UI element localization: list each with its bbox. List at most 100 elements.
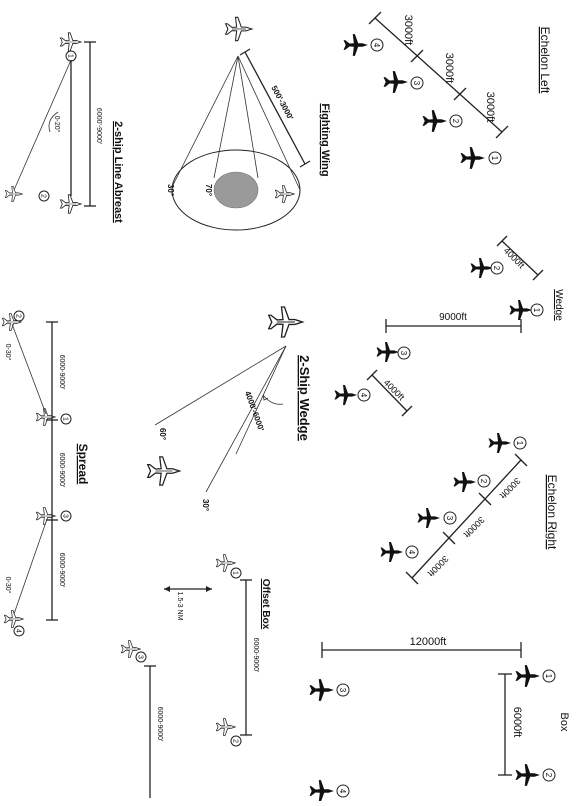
echelon-left-spacing-label: 3000ft — [484, 92, 496, 123]
range-line — [244, 51, 306, 165]
ship-number-badge — [513, 436, 527, 450]
ship-number: 3 — [62, 514, 69, 518]
ship-number: 2 — [40, 194, 47, 198]
echelon-right-tick — [442, 531, 456, 545]
ship-number-badge — [60, 413, 72, 425]
jet-outline-icon — [4, 186, 23, 202]
ship-number: 1 — [532, 308, 541, 313]
coverage-zone — [213, 171, 259, 209]
wedge-angle-line — [205, 345, 287, 493]
ship-number-badge — [397, 346, 411, 360]
spread-spacing-label: 6000-9000' — [58, 355, 65, 390]
line-abreast-range: 6000'-9000' — [95, 108, 102, 144]
ship-number: 4 — [15, 629, 22, 633]
ship-number-badge — [449, 114, 463, 128]
box-spacing-label: 6000ft — [511, 707, 523, 738]
ship-number-badge — [477, 474, 491, 488]
ship-number-badge — [542, 669, 556, 683]
jet-outline-icon — [59, 194, 82, 214]
ship-number-badge — [336, 784, 350, 798]
echelon-left-tick — [495, 125, 509, 139]
wedge-group: Wedge 4000ft 9000ft 4000ft 2 1 3 4 — [334, 235, 564, 417]
spread-spacing-label: 6000-9000' — [58, 553, 65, 588]
jet-outline-icon — [274, 185, 295, 203]
ship-number: 1 — [515, 441, 524, 446]
box-spacing-label: 12000ft — [410, 636, 447, 648]
spread-angle-line — [13, 521, 47, 615]
angle-arc — [48, 111, 59, 133]
echelon-left-spacing-line — [374, 17, 503, 133]
jet-icon — [334, 385, 357, 405]
range-tick — [299, 160, 311, 168]
offset-box-title: Offset Box — [260, 579, 271, 630]
echelon-right-tick — [514, 453, 528, 467]
box-title: Box — [558, 713, 570, 732]
ship-number-badge — [230, 735, 242, 747]
ship-number-badge — [490, 261, 504, 275]
ship-number-badge — [38, 190, 50, 202]
wedge-spacing-label: 4000ft — [502, 245, 527, 270]
echelon-right-spacing-label: 3000ft — [461, 515, 486, 540]
wedge-title: Wedge — [553, 289, 564, 321]
ship-number-badge — [530, 303, 544, 317]
jet-icon — [417, 508, 440, 528]
cone-line — [213, 55, 239, 179]
ship-number: 2 — [232, 739, 239, 743]
fighting-wing-angle: 70° — [204, 184, 213, 196]
jet-icon — [460, 147, 485, 169]
range-tick — [239, 48, 251, 56]
fighting-wing-angle: 30° — [166, 184, 175, 196]
two-ship-wedge-group: 2-Ship Wedge 4000'-6000' 60° 30° — [146, 306, 312, 511]
cone-line — [171, 55, 239, 188]
jet-icon — [383, 71, 408, 93]
jet-icon — [453, 472, 476, 492]
line-abreast-title: 2-ship Line Abreast — [112, 121, 124, 223]
two-ship-wedge-title: 2-Ship Wedge — [297, 355, 312, 441]
echelon-left-group: Echelon Left 3000ft 3000ft 3000ft 4 3 2 … — [343, 11, 552, 169]
jet-icon — [422, 110, 447, 132]
ship-number-badge — [13, 310, 25, 322]
wedge-spacing-line — [371, 374, 408, 412]
wedge-tick — [496, 235, 508, 247]
wedge-spacing-label: 9000ft — [439, 312, 467, 323]
jet-outline-icon — [146, 456, 181, 486]
ship-number-badge — [135, 651, 147, 663]
ship-number-badge — [336, 683, 350, 697]
ship-number: 3 — [412, 81, 421, 86]
ship-number: 4 — [407, 550, 416, 555]
echelon-left-spacing-label: 3000ft — [443, 53, 455, 84]
angle-arc — [262, 394, 284, 405]
cone-line — [237, 55, 259, 179]
spread-angle: 0-30° — [4, 344, 12, 361]
ship-number-badge — [370, 38, 384, 52]
ship-number-badge — [405, 545, 419, 559]
arrowhead — [164, 586, 170, 592]
wedge-angle-line — [235, 345, 287, 455]
ship-number: 4 — [338, 789, 347, 794]
jet-icon — [309, 780, 334, 802]
line-abreast-angle-line — [13, 59, 72, 191]
ship-number: 1 — [544, 674, 553, 679]
ship-number: 4 — [372, 43, 381, 48]
angle-arrowhead — [262, 394, 269, 401]
echelon-right-spacing-label: 3000ft — [425, 554, 450, 579]
spread-title: Spread — [76, 444, 90, 485]
ship-number-badge — [357, 388, 371, 402]
ship-number-badge — [443, 511, 457, 525]
ship-number: 3 — [399, 351, 408, 356]
echelon-left-tick — [368, 11, 382, 25]
arrowhead — [206, 586, 212, 592]
echelon-left-title: Echelon Left — [538, 27, 552, 94]
jet-outline-icon — [215, 554, 236, 572]
jet-outline-icon — [224, 16, 253, 42]
echelon-right-tick — [405, 571, 419, 585]
ship-number: 2 — [492, 266, 501, 271]
echelon-right-title: Echelon Right — [545, 475, 559, 550]
two-ship-wedge-angle: 60° — [158, 428, 167, 440]
ship-number: 2 — [544, 773, 553, 778]
jet-outline-icon — [215, 718, 236, 736]
echelon-right-tick — [478, 492, 492, 506]
ship-number-badge — [410, 76, 424, 90]
echelon-left-tick — [453, 87, 467, 101]
